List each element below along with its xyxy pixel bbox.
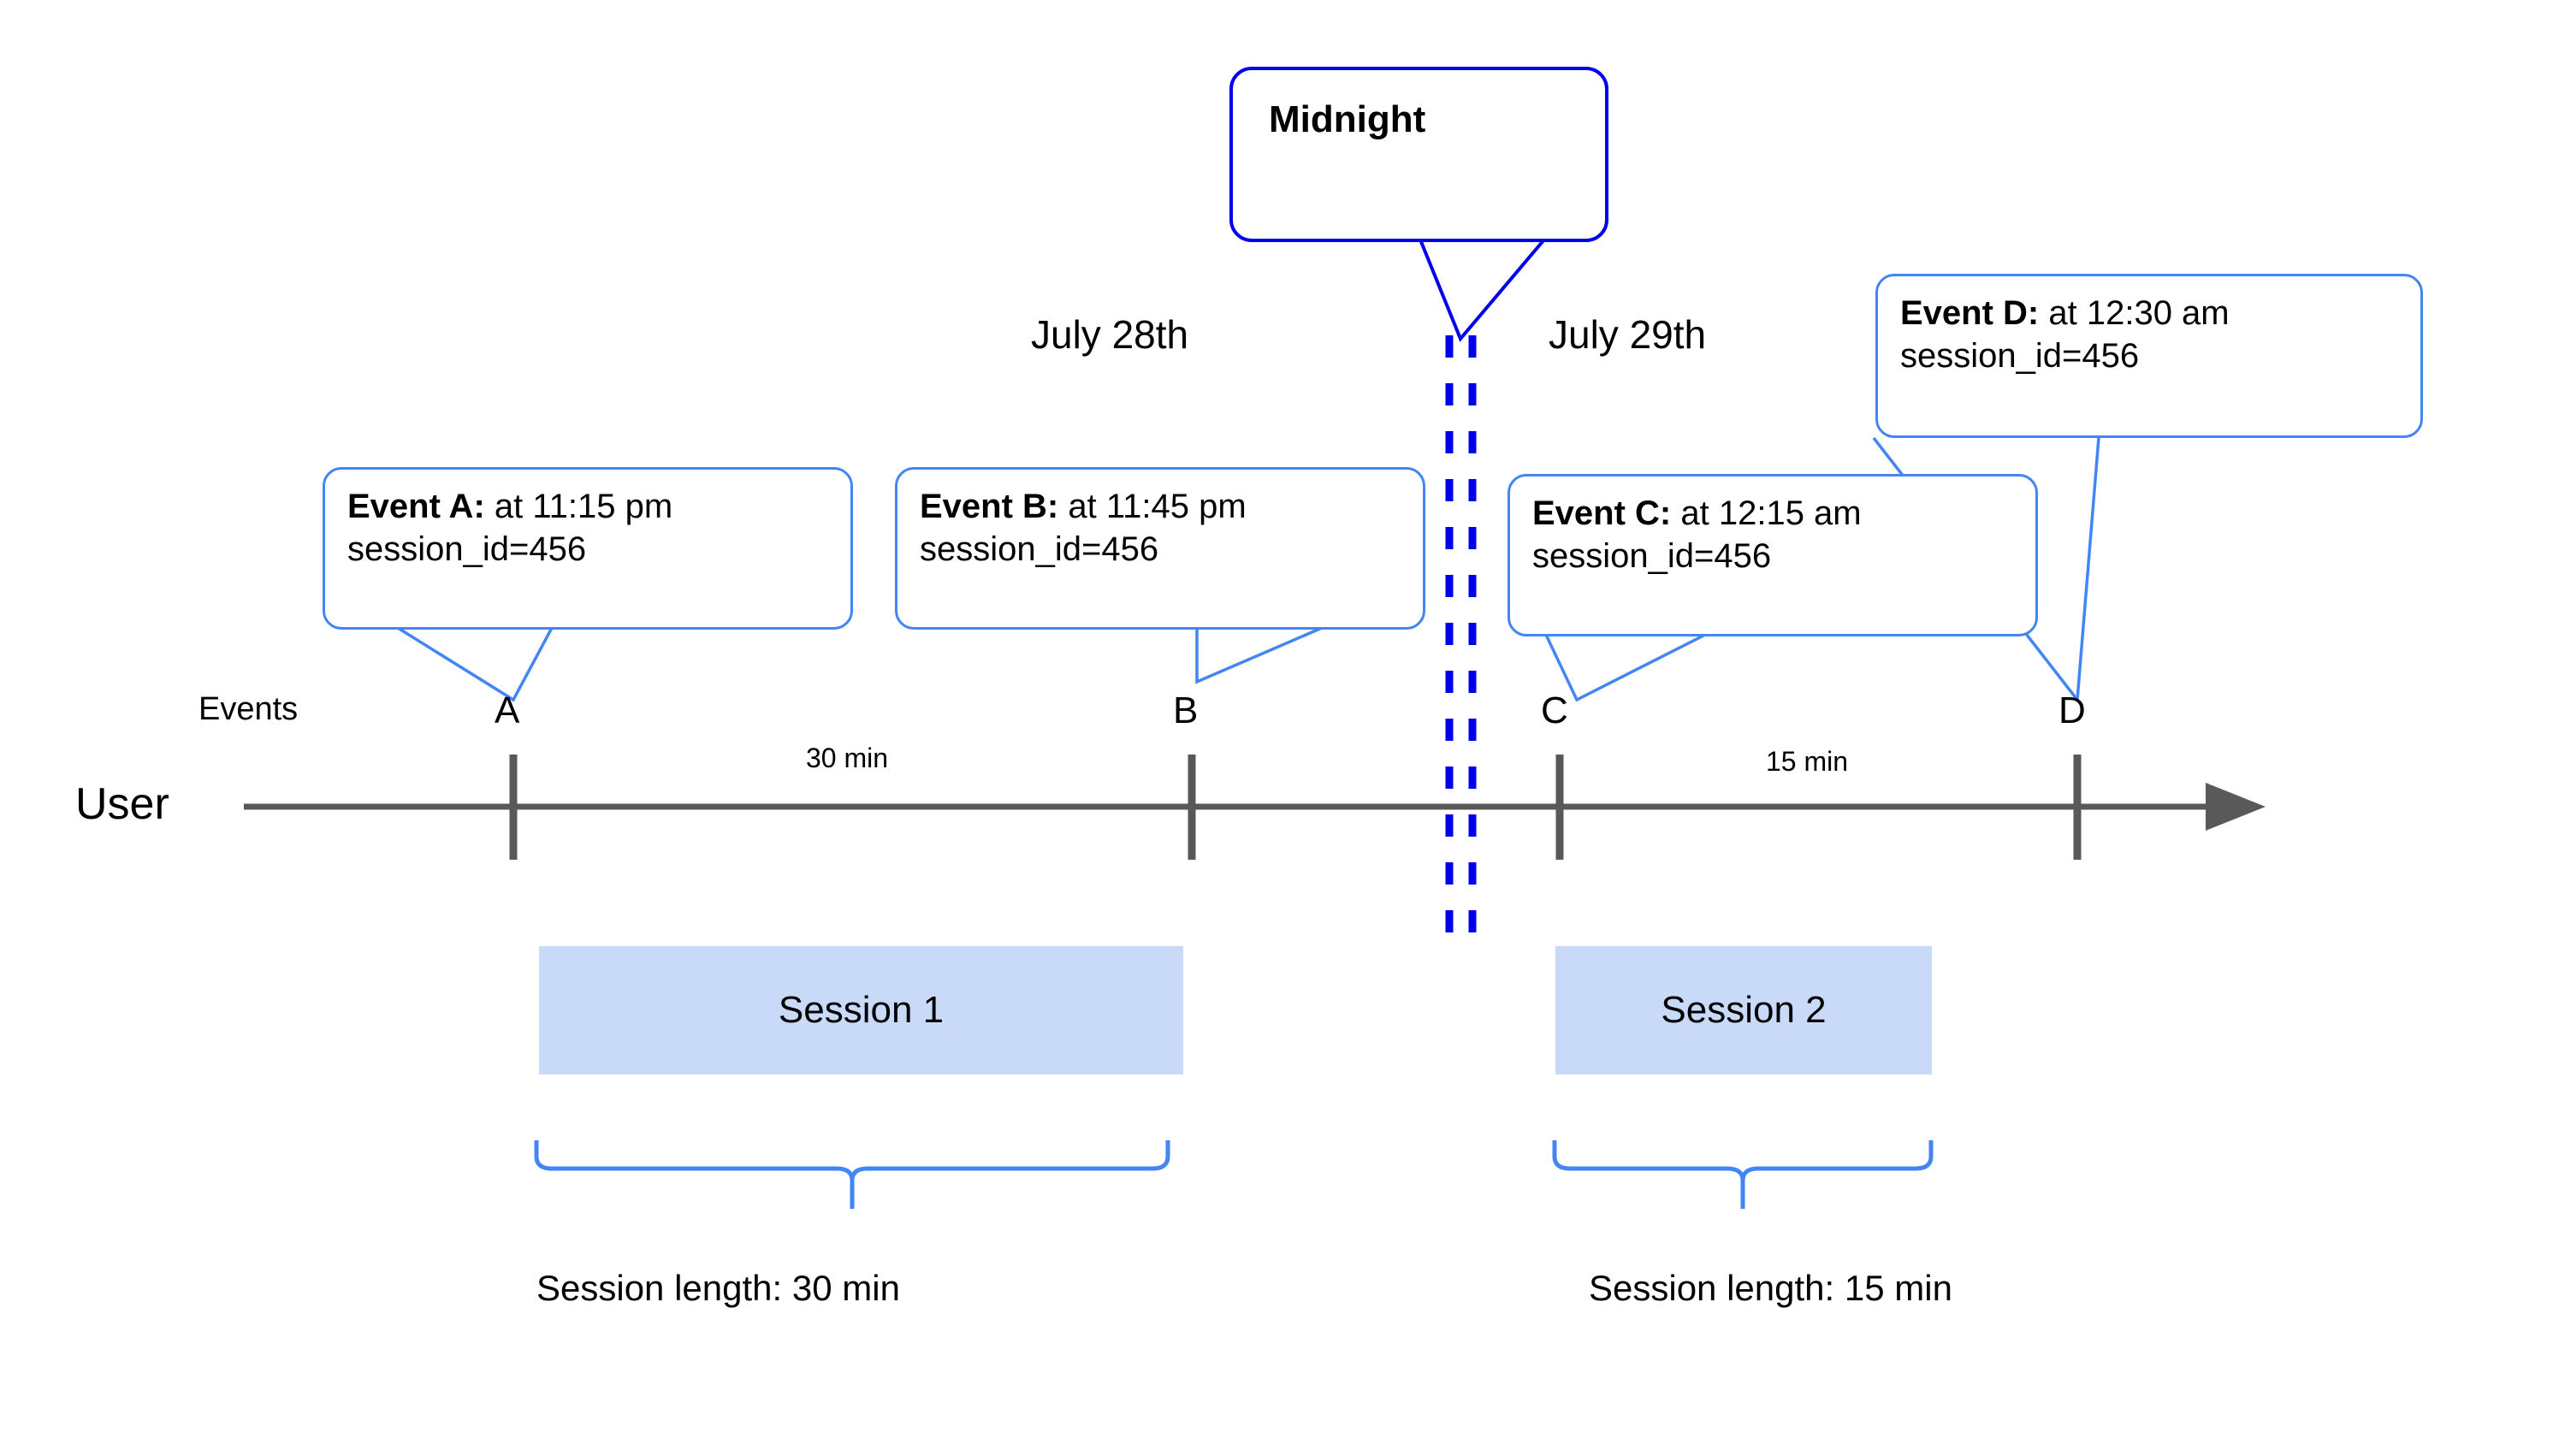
events-row-label: Events bbox=[198, 691, 299, 727]
callout-event-A-time: at 11:15 pm bbox=[484, 488, 673, 525]
callout-event-B-title: Event B: at 11:45 pm bbox=[920, 488, 1247, 525]
session-block-2-label: Session 2 bbox=[1661, 989, 1827, 1031]
callout-midnight[interactable]: Midnight bbox=[1229, 67, 1608, 242]
event-marker-C: C bbox=[1541, 690, 1568, 731]
callout-event-D[interactable]: Event D: at 12:30 am session_id=456 bbox=[1875, 274, 2423, 438]
callout-event-D-session-id: session_id=456 bbox=[1900, 337, 2140, 376]
event-B-callout-tail bbox=[1195, 626, 1323, 684]
session-block-2[interactable]: Session 2 bbox=[1555, 946, 1932, 1074]
session-2-brace bbox=[1552, 1140, 1934, 1209]
event-A-callout-tail bbox=[397, 626, 554, 702]
midnight-callout-tail bbox=[1419, 238, 1546, 342]
event-marker-D: D bbox=[2058, 690, 2086, 731]
date-label-july-28: July 28th bbox=[1031, 312, 1189, 357]
user-row-label: User bbox=[75, 779, 169, 829]
midnight-label: Midnight bbox=[1269, 98, 1426, 140]
session-block-1-label: Session 1 bbox=[778, 989, 945, 1031]
session-2-length-label: Session length: 15 min bbox=[1589, 1268, 1952, 1308]
callout-event-D-title: Event D: at 12:30 am bbox=[1900, 294, 2230, 332]
callout-event-B-session-id: session_id=456 bbox=[920, 530, 1159, 569]
gap-label-c-to-d: 15 min bbox=[1766, 746, 1849, 777]
callout-event-B[interactable]: Event B: at 11:45 pm session_id=456 bbox=[895, 467, 1425, 630]
session-1-brace bbox=[534, 1140, 1170, 1209]
callout-event-A-session-id: session_id=456 bbox=[347, 530, 587, 569]
event-marker-A: A bbox=[495, 690, 520, 731]
callout-event-B-time: at 11:45 pm bbox=[1058, 488, 1247, 525]
callout-event-A-title: Event A: at 11:15 pm bbox=[347, 488, 673, 525]
event-marker-B: B bbox=[1173, 690, 1199, 731]
gap-label-a-to-b: 30 min bbox=[806, 743, 889, 773]
date-label-july-29: July 29th bbox=[1549, 312, 1707, 357]
event-C-callout-tail bbox=[1544, 633, 1706, 702]
session-block-1[interactable]: Session 1 bbox=[539, 946, 1183, 1074]
callout-event-C-session-id: session_id=456 bbox=[1532, 537, 1772, 576]
callout-event-C-title: Event C: at 12:15 am bbox=[1532, 494, 1862, 532]
callout-event-C-time: at 12:15 am bbox=[1671, 494, 1862, 532]
callout-event-A[interactable]: Event A: at 11:15 pm session_id=456 bbox=[323, 467, 853, 630]
callout-event-D-time: at 12:30 am bbox=[2039, 294, 2230, 332]
session-1-length-label: Session length: 30 min bbox=[536, 1268, 900, 1308]
callout-event-C[interactable]: Event C: at 12:15 am session_id=456 bbox=[1508, 474, 2038, 636]
